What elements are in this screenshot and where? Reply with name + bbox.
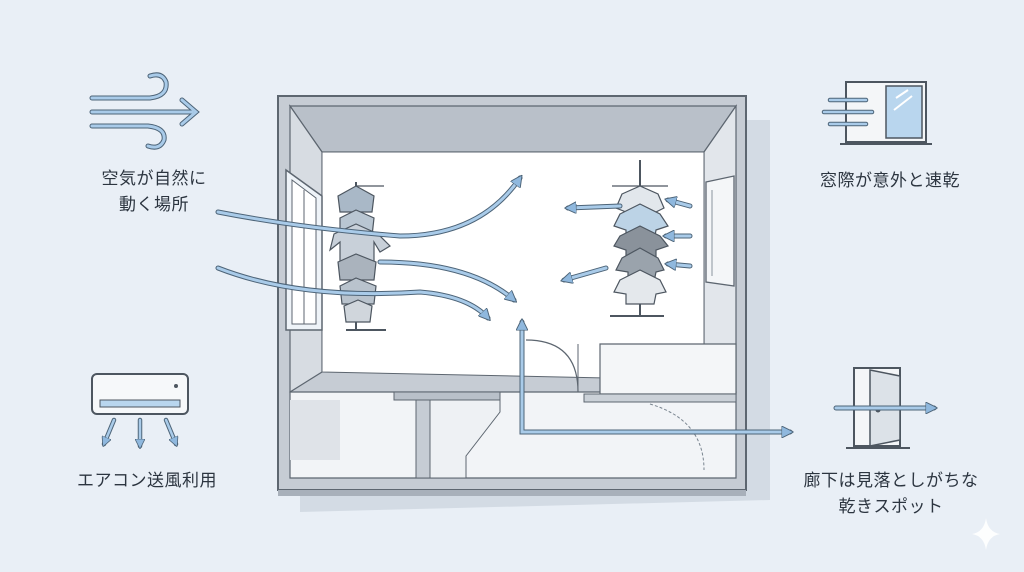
label-hallway-spot-line1: 廊下は見落としがちな — [803, 471, 979, 491]
wind-icon — [89, 72, 200, 150]
label-natural-airflow-line1: 空気が自然に — [101, 169, 207, 189]
label-natural-airflow-line2: 動く場所 — [119, 195, 189, 215]
airflow-arrow-window-2 — [216, 266, 488, 318]
airflow-arrows — [215, 178, 790, 432]
label-natural-airflow: 空気が自然に 動く場所 — [74, 166, 234, 218]
room-window — [285, 168, 323, 331]
airflow-arrow-ac-3 — [668, 264, 692, 266]
window-icon — [821, 81, 932, 145]
right-drying-rack — [610, 160, 670, 317]
airflow-arrow-window-1 — [216, 178, 520, 238]
room — [277, 95, 747, 496]
label-hallway-spot-line2: 乾きスポット — [838, 497, 944, 517]
airflow-arrow-hallway — [520, 320, 790, 432]
airflow-arrow-rack-2 — [564, 266, 608, 280]
label-hallway-spot: 廊下は見落としがちな 乾きスポット — [786, 468, 996, 520]
wall-air-conditioner — [705, 175, 735, 287]
air-conditioner-icon — [91, 373, 189, 446]
airflow-arrow-inner — [378, 260, 514, 300]
label-window-fast-dry: 窓際が意外と速乾 — [820, 171, 960, 191]
airflow-arrow-ac-1 — [668, 200, 692, 206]
sparkle-icon — [972, 518, 1000, 550]
door-icon — [833, 367, 934, 449]
airflow-arrow-rack-1 — [568, 206, 622, 208]
label-aircon-fan: エアコン送風利用 — [77, 471, 217, 491]
